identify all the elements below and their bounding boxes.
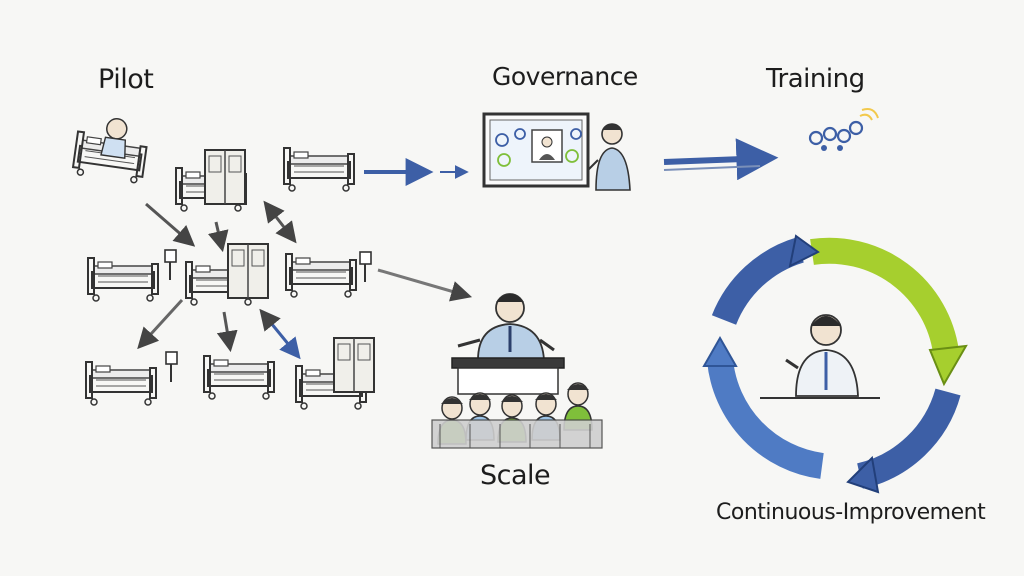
bed-icon: [85, 361, 157, 406]
stage-label-pilot: Pilot: [98, 64, 154, 95]
pilot-bed-network: [71, 118, 473, 410]
door-icon: [204, 149, 246, 205]
training-network-icon: [808, 108, 879, 151]
stage-label-continuous-improvement: Continuous-Improvement: [716, 500, 986, 525]
network-arrow: [259, 308, 301, 360]
sign-icon: [165, 351, 178, 383]
governance-to-training-arrow: [663, 165, 761, 171]
network-arrow: [216, 311, 238, 353]
patient-bed-icon: [71, 118, 149, 185]
stage-label-training: Training: [766, 64, 865, 94]
sign-icon: [164, 249, 177, 281]
bed-icon: [283, 147, 355, 192]
bed-icon: [203, 355, 275, 400]
scale-audience: [431, 382, 603, 449]
scale-speaker: [451, 293, 565, 395]
network-arrow: [137, 298, 184, 350]
stage-label-governance: Governance: [492, 62, 638, 91]
governance-board: [482, 112, 590, 188]
network-arrow: [263, 200, 297, 244]
sign-icon: [359, 251, 372, 283]
governance-to-training-arrow: [663, 138, 779, 181]
network-arrow: [145, 202, 196, 247]
door-icon: [333, 337, 375, 393]
network-arrow: [207, 221, 229, 253]
governance-presenter: [587, 123, 631, 191]
pilot-to-scale-arrow: [377, 268, 473, 302]
bed-icon: [87, 257, 159, 302]
door-icon: [227, 243, 269, 299]
continuous-improvement-cycle: [702, 234, 968, 494]
stage-label-scale: Scale: [480, 460, 551, 491]
continuous-improvement-presenter: [760, 314, 880, 399]
bed-icon: [285, 253, 357, 298]
